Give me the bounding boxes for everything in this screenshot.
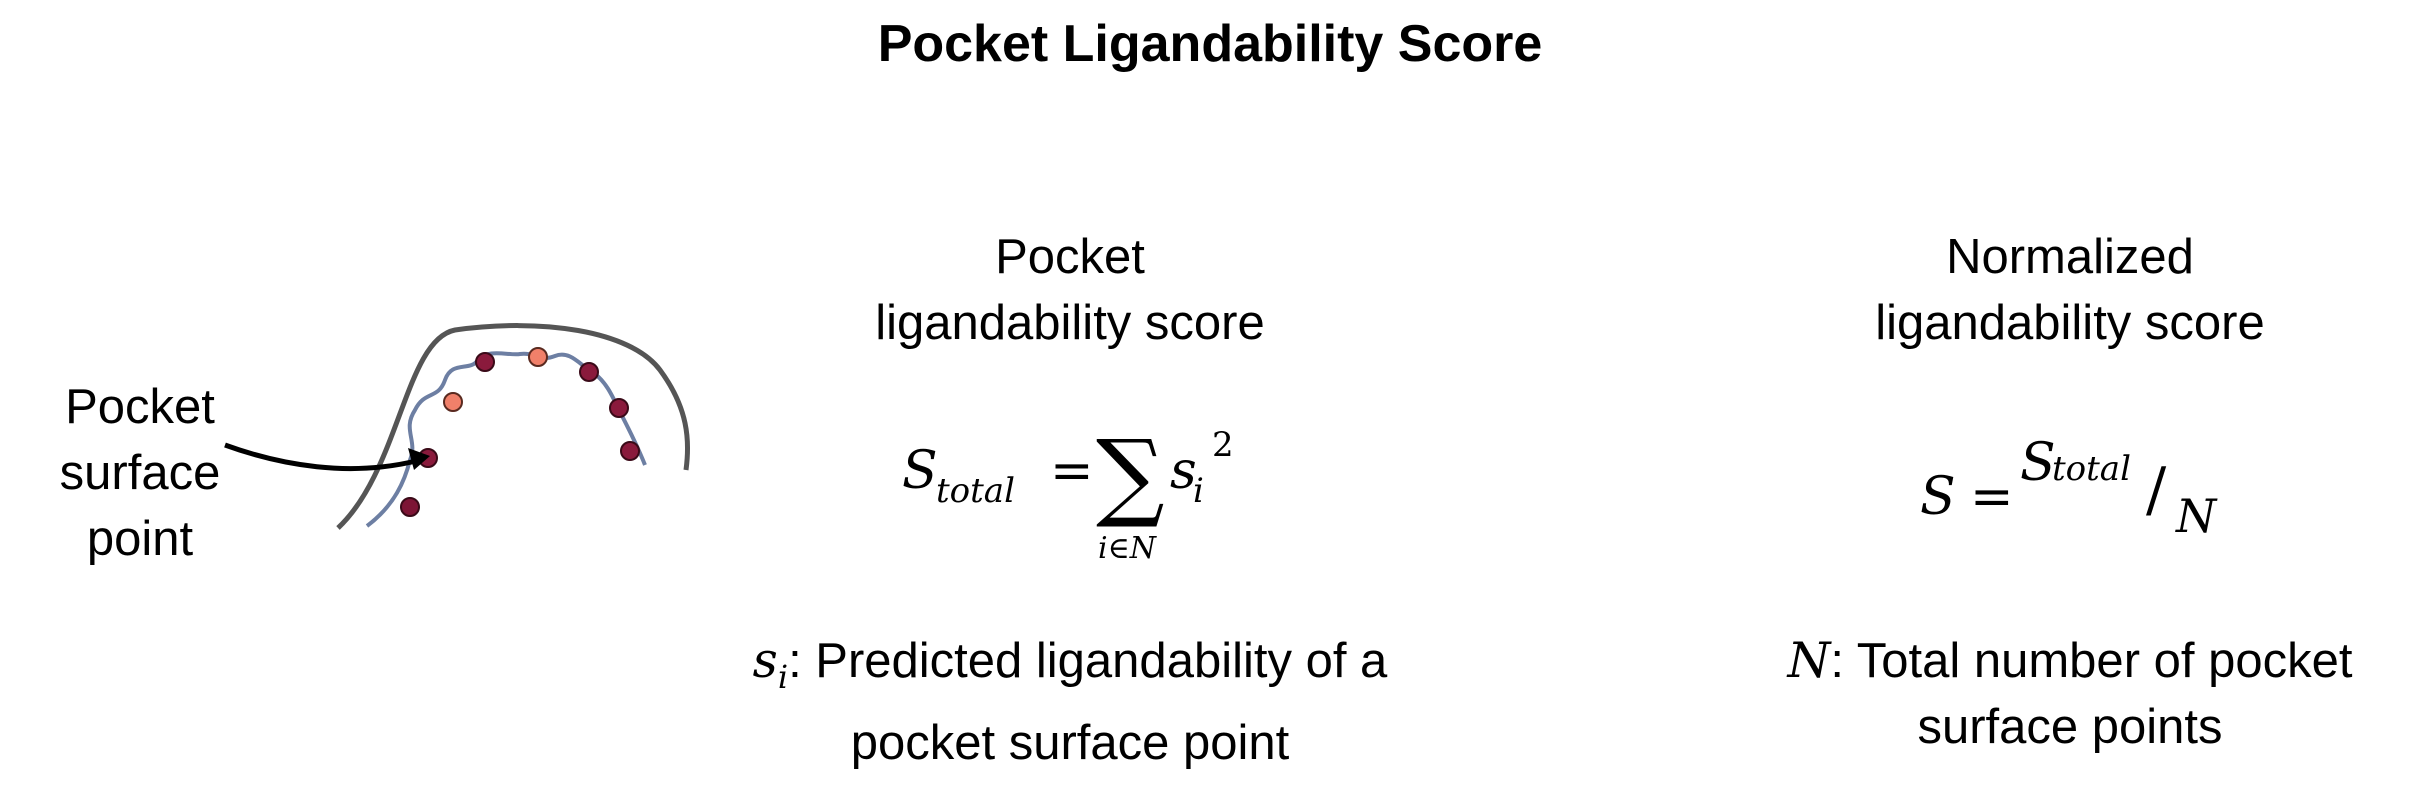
- formula-numerator: S: [2020, 433, 2056, 493]
- surface-point: [579, 362, 599, 382]
- pocket-surface-point-label: Pocket surface point: [20, 374, 260, 572]
- formula-term-sub: i: [1193, 471, 1204, 511]
- diagram-title: Pocket Ligandability Score: [877, 15, 1543, 73]
- definition-line: surface points: [1917, 700, 2223, 754]
- label-line: Pocket: [65, 380, 215, 434]
- surface-point: [400, 497, 420, 517]
- normalized-score-formula: S = S total / N: [1920, 433, 2218, 543]
- formula-lhs-sub: total: [936, 471, 1015, 511]
- surface-point: [620, 441, 640, 461]
- arrow-line: [224, 442, 421, 472]
- heading-line: ligandability score: [875, 296, 1265, 350]
- surface-point: [609, 398, 629, 418]
- surface-point: [443, 392, 463, 412]
- pocket-outline: [336, 323, 691, 530]
- formula-term: s: [1170, 441, 1197, 501]
- formula-lhs: S: [1920, 467, 1956, 527]
- definition-line: si: Predicted ligandability of a: [700, 628, 1440, 710]
- heading-line: Normalized: [1946, 230, 2194, 284]
- pocket-score-heading: Pocket ligandability score: [770, 224, 1370, 356]
- formula-slash: /: [2146, 455, 2167, 525]
- surface-point: [475, 352, 495, 372]
- definition-text: : Predicted ligandability of a: [788, 634, 1388, 688]
- heading-line: ligandability score: [1875, 296, 2265, 350]
- arrow-head: [408, 448, 430, 470]
- formula-equals: =: [1970, 467, 2014, 527]
- surface-point: [528, 347, 548, 367]
- formula-denominator: N: [2175, 489, 2218, 543]
- n-definition: N: Total number of pocket surface points: [1750, 628, 2390, 760]
- formula-term-sup: 2: [1212, 425, 1234, 465]
- total-score-formula: S total = ∑ i∈N s i 2: [902, 420, 1234, 566]
- formula-equals: =: [1050, 441, 1094, 501]
- normalized-score-heading: Normalized ligandability score: [1770, 224, 2370, 356]
- formula-numerator-sub: total: [2052, 449, 2131, 489]
- definition-line: pocket surface point: [850, 715, 1290, 770]
- definition-symbol: N: [1787, 632, 1831, 689]
- sum-symbol: ∑: [1096, 420, 1165, 531]
- definition-symbol-sub: i: [777, 657, 789, 696]
- formula-lhs: S: [902, 441, 938, 501]
- label-line: point: [86, 512, 194, 566]
- sum-index: i∈N: [1098, 531, 1158, 566]
- definition-symbol: s: [752, 632, 778, 689]
- heading-line: Pocket: [995, 230, 1145, 284]
- definition-text: : Total number of pocket: [1830, 634, 2353, 688]
- label-line: surface: [59, 446, 221, 500]
- si-definition: si: Predicted ligandability of a pocket …: [700, 628, 1440, 776]
- definition-line: N: Total number of pocket: [1750, 628, 2390, 694]
